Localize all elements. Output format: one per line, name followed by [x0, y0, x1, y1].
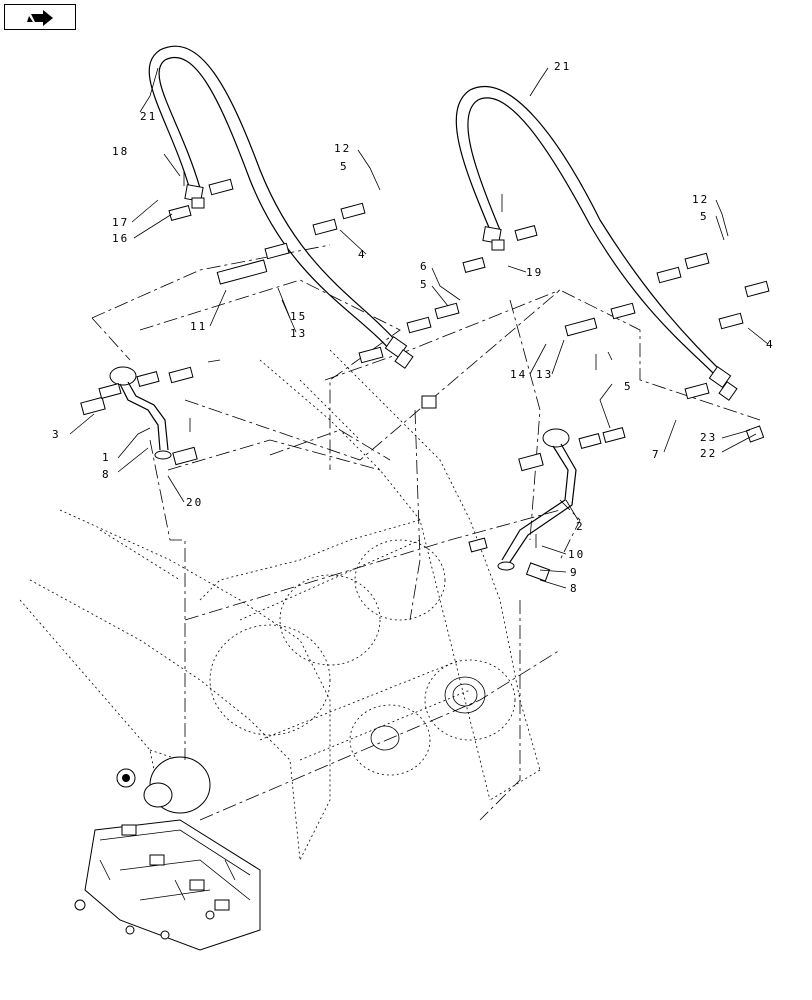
forward-arrow-icon [27, 10, 53, 26]
callout-5-right-top: 5 [700, 210, 709, 223]
callout-5-left-mid: 5 [420, 278, 429, 291]
callout-11: 11 [190, 320, 207, 333]
callout-5-right-mid: 5 [624, 380, 633, 393]
callout-7: 7 [652, 448, 661, 461]
callout-2: 2 [576, 520, 585, 533]
callout-21-right: 21 [554, 60, 571, 73]
callout-12-left: 12 [334, 142, 351, 155]
clamps [80, 172, 770, 582]
callout-12-right: 12 [692, 193, 709, 206]
callout-6: 6 [420, 260, 429, 273]
callout-labels: 21 21 18 17 16 12 5 4 6 5 11 15 13 3 1 8… [52, 60, 775, 595]
callout-23: 23 [700, 431, 717, 444]
callout-4-left: 4 [358, 248, 367, 261]
callout-10: 10 [568, 548, 585, 561]
callout-15: 15 [290, 310, 307, 323]
callout-16: 16 [112, 232, 129, 245]
callout-1: 1 [102, 451, 111, 464]
callout-19: 19 [526, 266, 543, 279]
callout-13-left: 13 [290, 327, 307, 340]
callout-18: 18 [112, 145, 129, 158]
tube-right [497, 428, 577, 571]
callout-9: 9 [570, 566, 579, 579]
callout-20: 20 [186, 496, 203, 509]
hose-left [148, 45, 414, 369]
callout-8-right: 8 [570, 582, 579, 595]
hose-right [455, 86, 738, 401]
callout-22: 22 [700, 447, 717, 460]
boom-outline [19, 349, 541, 861]
callout-5-left-top: 5 [340, 160, 349, 173]
callout-3: 3 [52, 428, 61, 441]
nav-button[interactable] [4, 4, 76, 30]
callout-21-left: 21 [140, 110, 157, 123]
leader-lines [69, 67, 769, 589]
callout-4-right: 4 [766, 338, 775, 351]
tube-left [109, 366, 172, 460]
callout-14: 14 [510, 368, 527, 381]
callout-17: 17 [112, 216, 129, 229]
callout-13-right: 13 [536, 368, 553, 381]
valve-block [74, 756, 261, 951]
callout-8-left: 8 [102, 468, 111, 481]
